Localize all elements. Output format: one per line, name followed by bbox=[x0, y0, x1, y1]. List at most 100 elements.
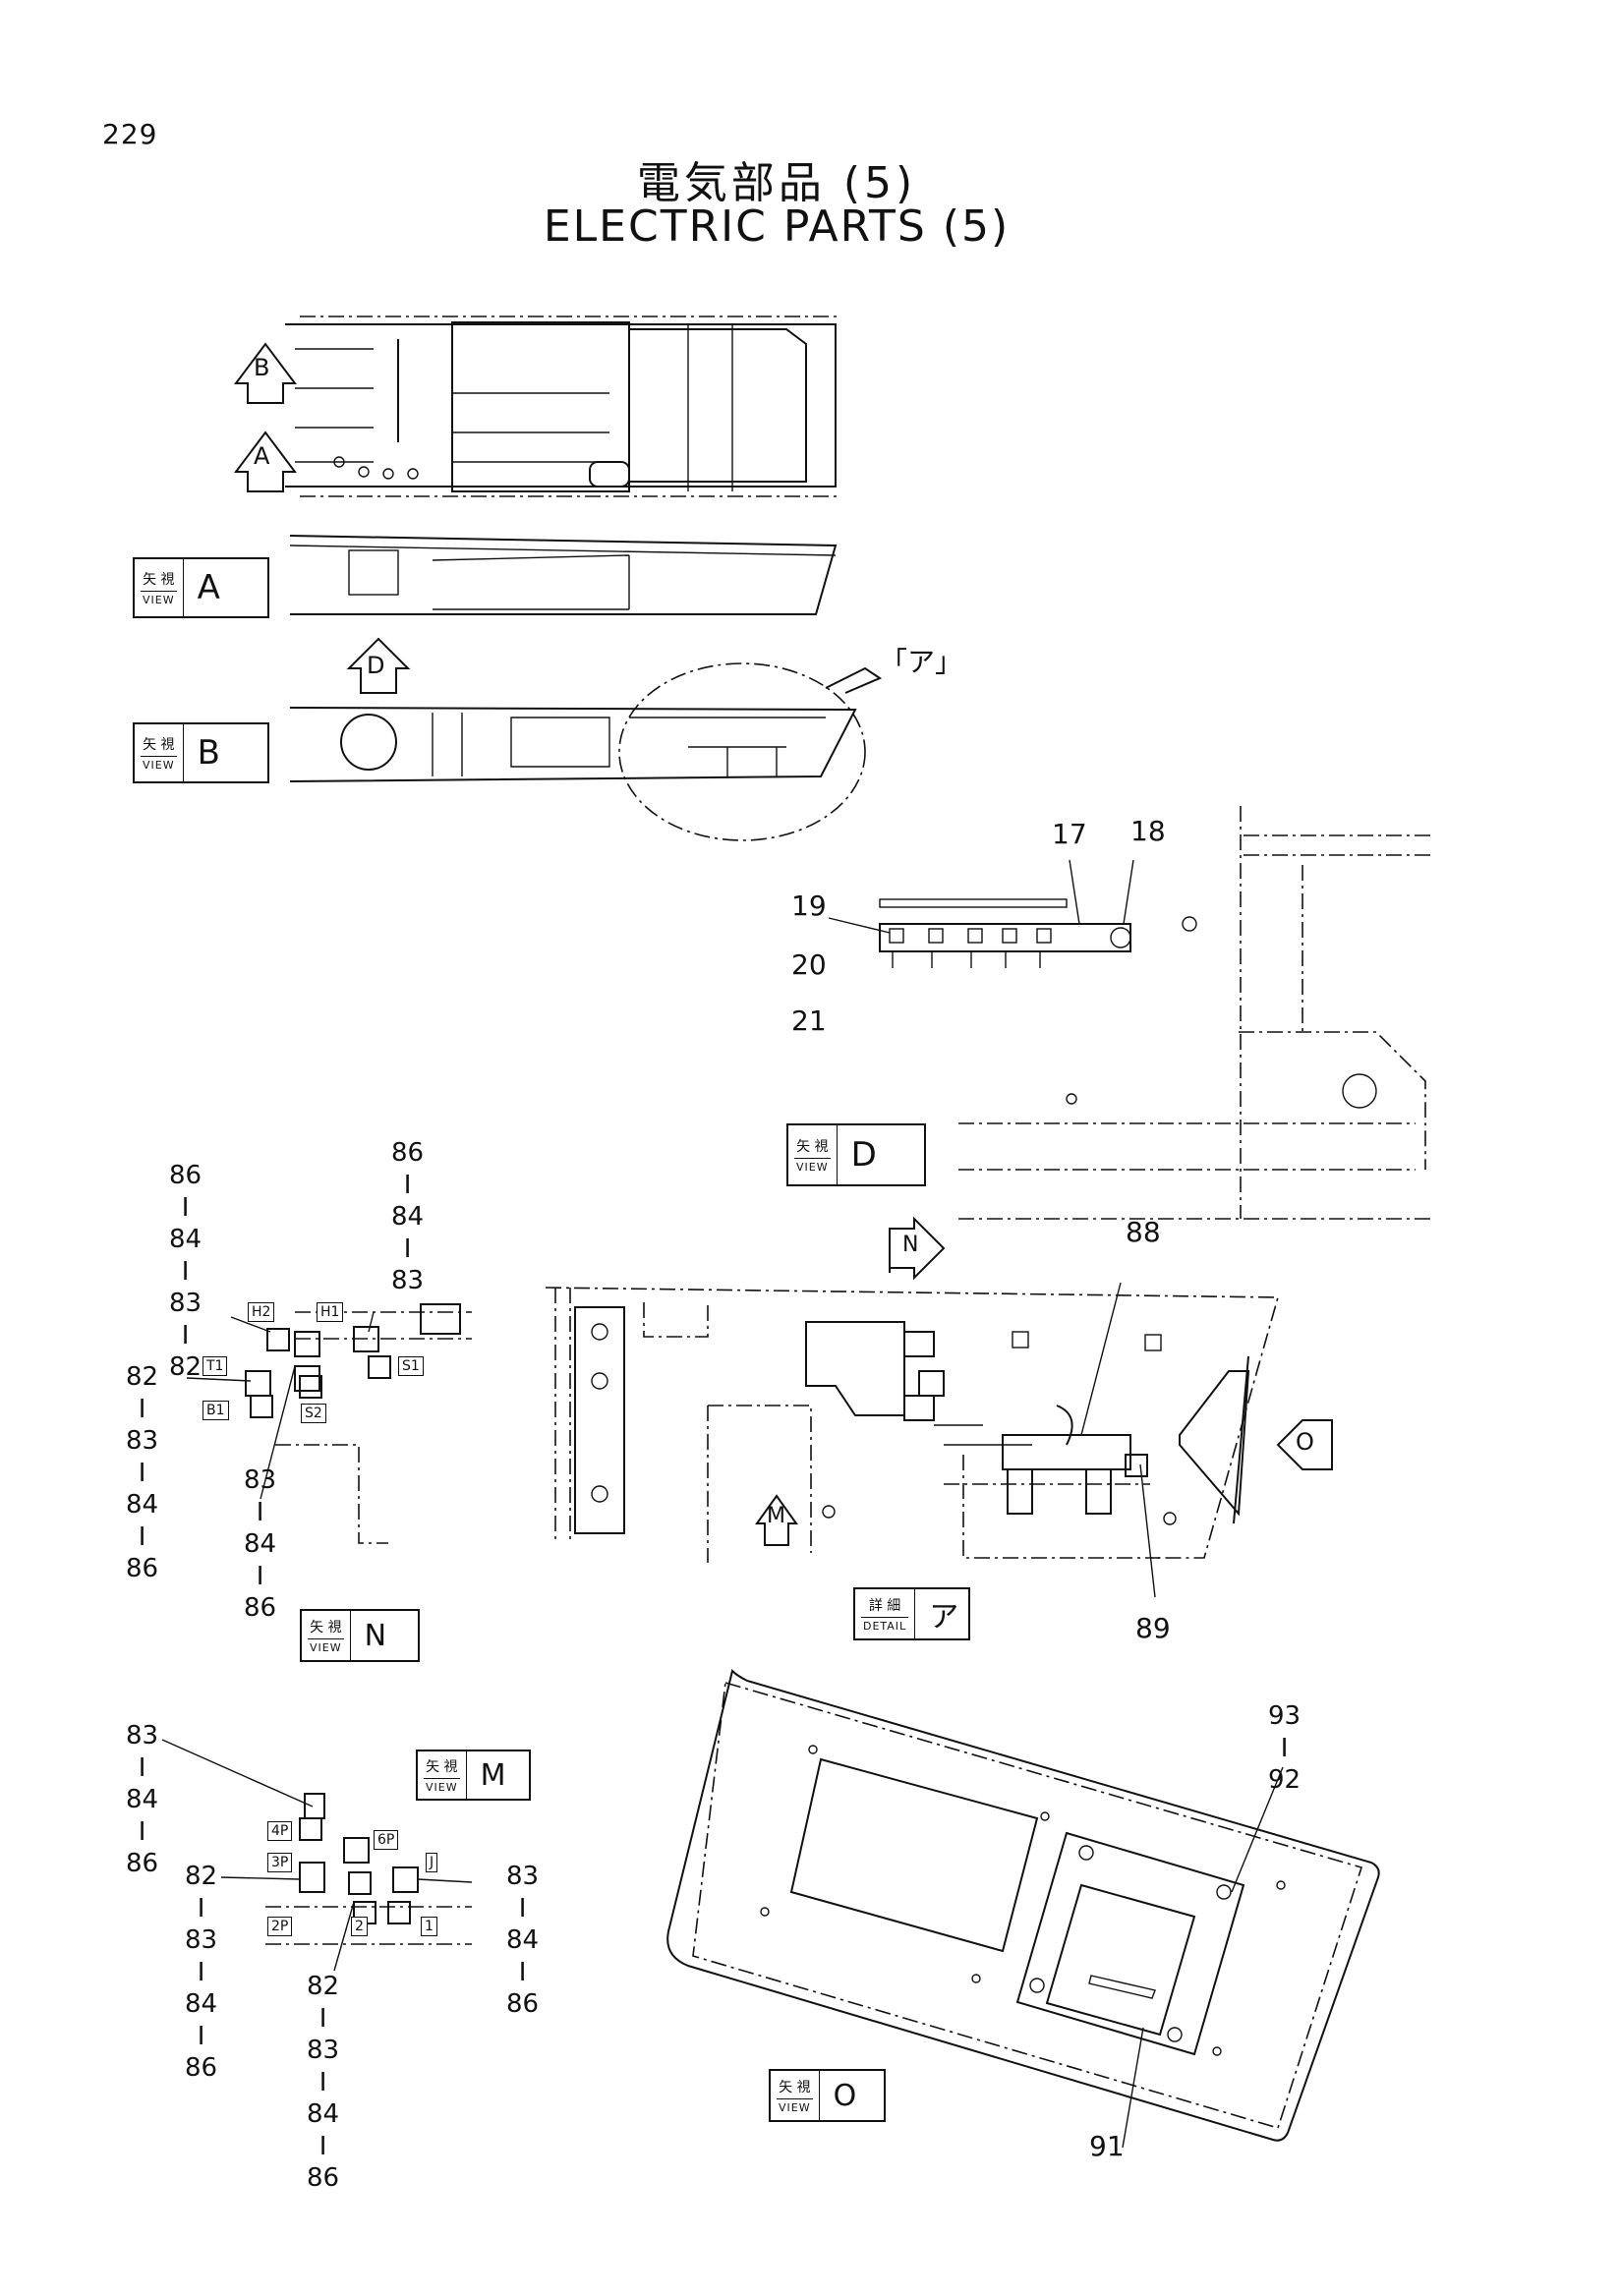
view-a-bottom-text: VIEW bbox=[143, 594, 175, 606]
tag-1: 1 bbox=[421, 1917, 437, 1936]
view-b-top-text: 矢 視 bbox=[141, 732, 177, 757]
tag-s2: S2 bbox=[301, 1404, 326, 1423]
label-83: 83 bbox=[244, 1465, 277, 1495]
view-n-detail bbox=[186, 1303, 472, 1544]
page-title-english: ELECTRIC PARTS (5) bbox=[543, 201, 1011, 252]
arrow-m bbox=[755, 1494, 798, 1546]
label-83: 83 bbox=[126, 1426, 159, 1456]
tag-h1: H1 bbox=[317, 1302, 344, 1322]
view-o-panel bbox=[666, 1669, 1380, 2149]
top-plan-view bbox=[285, 316, 840, 497]
arrow-n-letter: N bbox=[902, 1233, 919, 1257]
view-d-letter: D bbox=[850, 1135, 877, 1175]
tag-4p: 4P bbox=[267, 1821, 293, 1841]
tag-2: 2 bbox=[351, 1917, 368, 1936]
label-86: 86 bbox=[126, 1554, 159, 1583]
label-84: 84 bbox=[506, 1925, 540, 1955]
label-86: 86 bbox=[169, 1161, 202, 1190]
label-86: 86 bbox=[126, 1849, 159, 1878]
arrow-a-letter: A bbox=[254, 442, 270, 470]
view-o-bottom-text: VIEW bbox=[779, 2101, 811, 2114]
label-86: 86 bbox=[185, 2053, 218, 2083]
view-m-bottom-text: VIEW bbox=[426, 1781, 458, 1794]
label-84: 84 bbox=[169, 1225, 202, 1254]
page-title-japanese: 電気部品 (5) bbox=[636, 158, 917, 208]
view-d-top-text: 矢 視 bbox=[794, 1134, 831, 1159]
tag-b1: B1 bbox=[202, 1401, 229, 1420]
view-d-detail bbox=[879, 806, 1435, 1220]
label-84: 84 bbox=[307, 2099, 340, 2129]
leader-lines-view-d bbox=[828, 859, 1134, 934]
label-86: 86 bbox=[244, 1593, 277, 1623]
label-84: 84 bbox=[244, 1529, 277, 1559]
view-label-o: 矢 視 VIEW O bbox=[769, 2069, 886, 2122]
label-82: 82 bbox=[185, 1862, 218, 1891]
view-m-detail bbox=[161, 1739, 473, 1972]
label-83: 83 bbox=[391, 1266, 425, 1295]
view-o-letter: O bbox=[833, 2078, 857, 2113]
arrow-m-letter: M bbox=[767, 1504, 785, 1528]
label-83: 83 bbox=[506, 1862, 540, 1891]
detail-a-assembly bbox=[545, 1282, 1333, 1598]
tag-2p: 2P bbox=[267, 1917, 293, 1936]
tag-s1: S1 bbox=[398, 1356, 424, 1376]
view-d-bottom-text: VIEW bbox=[796, 1161, 829, 1174]
callout-19: 19 bbox=[791, 890, 827, 922]
callout-89: 89 bbox=[1135, 1612, 1171, 1644]
view-label-m: 矢 視 VIEW M bbox=[416, 1750, 531, 1801]
view-b-letter: B bbox=[197, 733, 220, 773]
detail-a-letter: ア bbox=[929, 1600, 959, 1635]
tag-t1: T1 bbox=[202, 1356, 228, 1376]
tag-3p: 3P bbox=[267, 1853, 293, 1872]
label-86: 86 bbox=[307, 2163, 340, 2193]
callout-21: 21 bbox=[791, 1004, 827, 1037]
view-n-letter: N bbox=[364, 1618, 387, 1653]
label-83: 83 bbox=[169, 1289, 202, 1318]
arrow-a bbox=[234, 430, 297, 492]
detail-a-bottom-text: DETAIL bbox=[863, 1620, 907, 1633]
view-m-top-text: 矢 視 bbox=[424, 1754, 460, 1779]
callout-91: 91 bbox=[1089, 2130, 1125, 2162]
view-m-letter: M bbox=[480, 1757, 506, 1793]
label-82: 82 bbox=[126, 1362, 159, 1392]
label-82: 82 bbox=[169, 1352, 202, 1382]
arrow-b-letter: B bbox=[254, 354, 270, 381]
label-83: 83 bbox=[185, 1925, 218, 1955]
tag-6p: 6P bbox=[374, 1830, 399, 1850]
view-b-side bbox=[289, 662, 883, 841]
callout-18: 18 bbox=[1130, 815, 1166, 847]
arrow-b bbox=[234, 342, 297, 404]
arrow-o-letter: O bbox=[1296, 1428, 1314, 1456]
callout-92: 92 bbox=[1268, 1765, 1302, 1795]
label-84: 84 bbox=[185, 1989, 218, 2019]
arrow-d-letter: D bbox=[367, 652, 385, 679]
tag-h2: H2 bbox=[248, 1302, 275, 1322]
label-83: 83 bbox=[307, 2036, 340, 2065]
view-o-top-text: 矢 視 bbox=[777, 2075, 813, 2099]
callout-17: 17 bbox=[1052, 818, 1087, 850]
view-label-detail-a: 詳 細 DETAIL ア bbox=[853, 1587, 970, 1640]
view-a-letter: A bbox=[197, 568, 220, 607]
arrow-d bbox=[346, 637, 411, 694]
detail-a-top-text: 詳 細 bbox=[861, 1593, 909, 1618]
view-a-side bbox=[289, 535, 838, 615]
label-83: 83 bbox=[126, 1721, 159, 1751]
label-82: 82 bbox=[307, 1972, 340, 2001]
detail-reference-mark: 「ア」 bbox=[880, 646, 963, 678]
label-84: 84 bbox=[126, 1490, 159, 1520]
callout-93: 93 bbox=[1268, 1701, 1302, 1731]
callout-20: 20 bbox=[791, 948, 827, 981]
view-b-bottom-text: VIEW bbox=[143, 759, 175, 772]
page-number: 229 bbox=[102, 118, 158, 150]
